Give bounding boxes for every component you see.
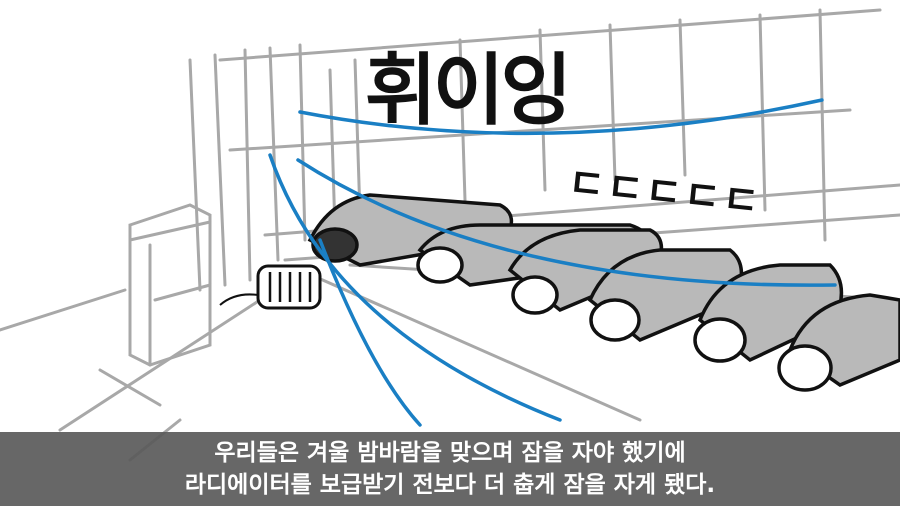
wind-lines [268, 98, 837, 427]
subtitle-line-2: 라디에이터를 보급받기 전보다 더 춥게 잠을 자게 됐다. [184, 472, 716, 498]
subtitle-line-1: 우리들은 겨울 밤바람을 맞으며 잠을 자야 했기에 [214, 440, 686, 466]
sleeping-bags [307, 193, 900, 392]
subtitle-bar: 우리들은 겨울 밤바람을 맞으며 잠을 자야 했기에 라디에이터를 보급받기 전… [0, 432, 900, 506]
wind-sound-effect: 휘이잉 [365, 46, 572, 136]
radiator [219, 264, 322, 310]
